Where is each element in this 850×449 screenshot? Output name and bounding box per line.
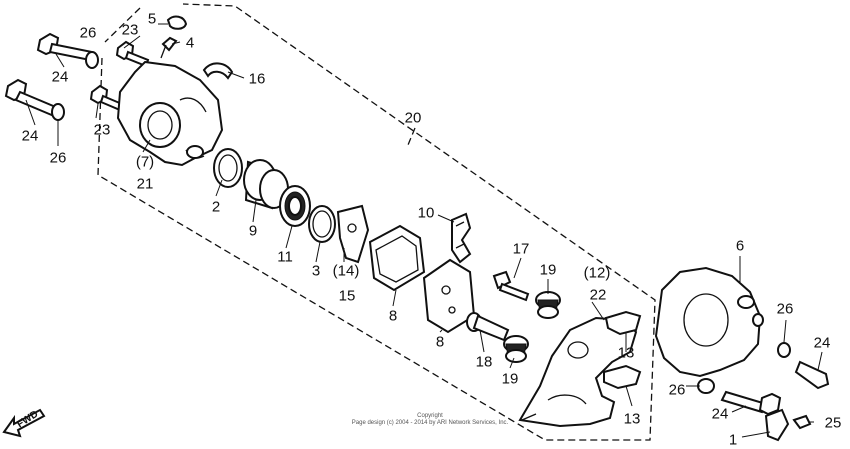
callout-8-lower: 8 [435,333,445,351]
clamp-bolt [792,414,812,430]
caliper-body-left [116,60,224,167]
callout-23-upper: 23 [121,21,139,39]
callout-15: 15 [338,287,356,305]
callout-22: 22 [589,286,607,304]
callout-7: (7) [135,153,155,171]
leader-lines [25,23,823,438]
piston-seal [213,148,243,188]
callout-24-lower-left: 24 [21,127,39,145]
callout-25: 25 [824,414,842,432]
washer-upper-left [85,51,99,69]
pin-bolt [492,270,530,302]
callout-19-upper: 19 [539,261,557,279]
callout-23-lower: 23 [93,121,111,139]
callout-13-upper: 13 [617,344,635,362]
callout-26-right: 26 [776,300,794,318]
dust-seal [279,185,311,227]
callout-24-upper-left: 24 [51,68,69,86]
caliper-body-right [654,266,764,394]
caliper-pin-right [794,360,830,390]
callout-26-lower-left: 26 [49,149,67,167]
callout-11: 11 [277,248,293,266]
callout-24-bottom: 24 [711,405,729,423]
copyright-title: Copyright [417,413,443,419]
callout-4: 4 [185,34,195,52]
callout-10: 10 [417,204,435,222]
washer-lower-left [51,103,65,121]
callout-13-lower: 13 [623,410,641,428]
callout-2: 2 [211,198,221,216]
caliper-bracket [518,316,638,428]
boot-lower [503,335,529,363]
callout-19-lower: 19 [501,370,519,388]
pad-shim [336,204,370,264]
callout-18: 18 [475,353,493,371]
callout-8-upper: 8 [388,307,398,325]
boot-upper [535,291,561,319]
callout-16: 16 [248,70,266,88]
callout-26-bottom: 26 [668,381,686,399]
bleed-screw [160,36,178,59]
forward-direction-arrow [2,408,46,438]
callout-21: 21 [136,175,154,193]
caliper-pin [466,312,510,342]
brake-pad-outer [368,224,426,292]
callout-6: 6 [735,237,745,255]
hose-clamp [764,408,790,442]
o-ring [308,205,336,243]
assembly-frame [97,3,656,441]
callout-24-right: 24 [813,334,831,352]
copyright-notice: Copyright Page design (c) 2004 - 2014 by… [330,413,530,427]
washer-right [777,342,791,358]
piston [243,159,289,210]
callout-14: (14) [332,262,360,280]
bleed-cap [166,15,188,30]
callout-3: 3 [311,262,321,280]
callout-26-upper-left: 26 [79,24,97,42]
caliper-pin-lower-left [4,78,60,118]
retainer-clip-upper [604,310,642,336]
bolt-lower [89,84,124,112]
callout-20: 20 [404,109,422,127]
callout-9: 9 [248,222,258,240]
caliper-pin-bottom [720,390,782,416]
retainer-clip-lower [603,364,642,390]
callout-12: (12) [583,264,611,282]
pad-retainer [451,212,472,264]
pad-spring [202,62,234,80]
callout-5: 5 [147,10,157,28]
callout-1: 1 [728,431,738,449]
callout-17: 17 [512,240,530,258]
copyright-text: Page design (c) 2004 - 2014 by ARI Netwo… [351,420,509,427]
